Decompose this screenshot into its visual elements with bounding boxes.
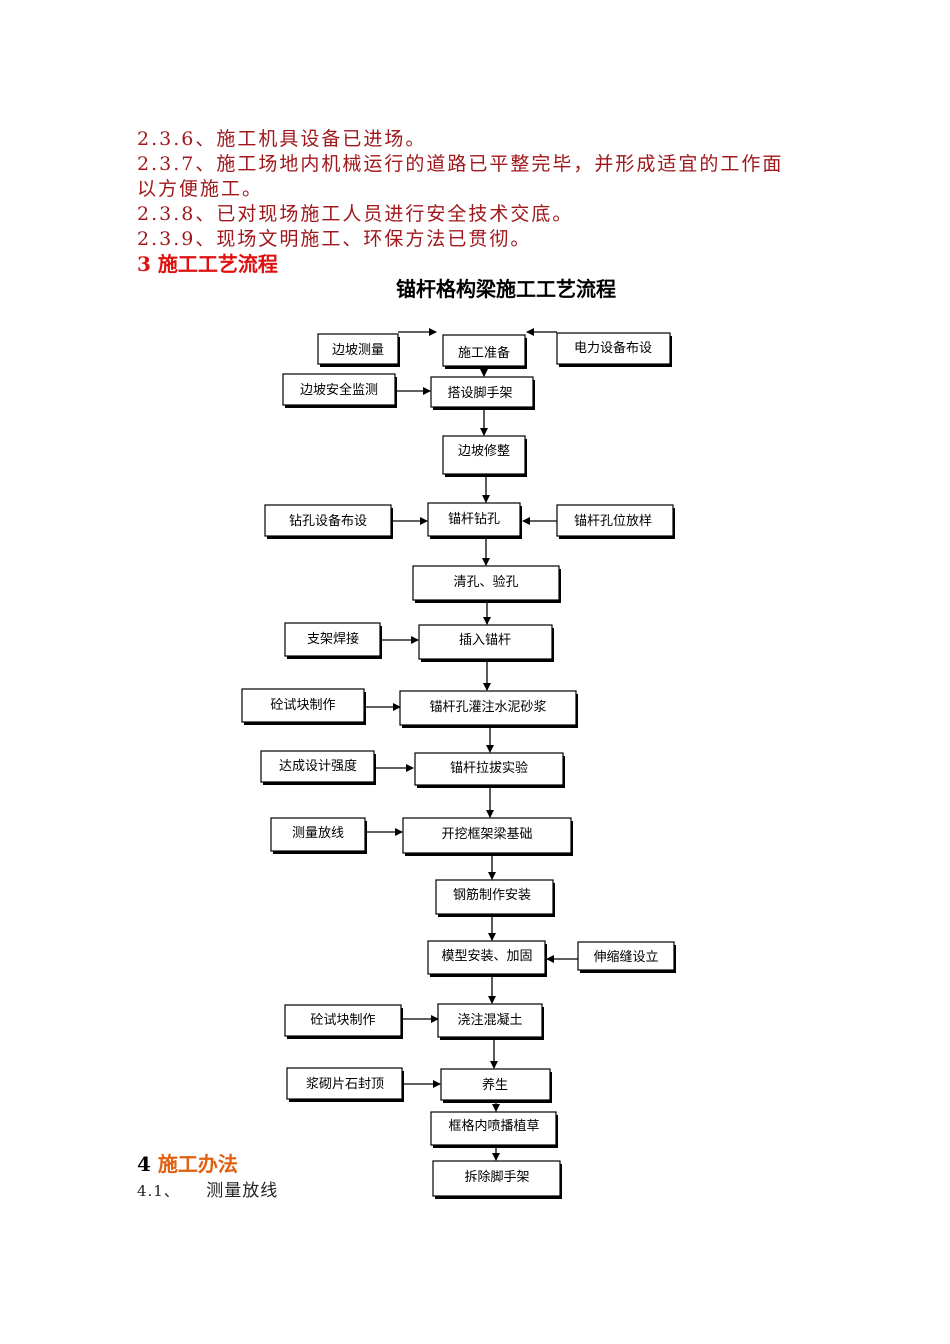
section-3-heading: 3 施工工艺流程 [137, 248, 278, 277]
main-step-label: 锚杆钻孔 [448, 512, 500, 527]
side-input-label: 电力设备布设 [574, 340, 652, 356]
side-input-box-2: 电力设备布设 [556, 332, 672, 367]
side-input-label: 达成设计强度 [279, 758, 357, 774]
side-input-label: 砼试块制作 [270, 698, 335, 713]
side-input-box-8: 达成设计强度 [260, 750, 376, 785]
main-step-label: 拆除脚手架 [464, 1169, 529, 1185]
main-step-label: 框格内喷播植草 [448, 1118, 539, 1134]
side-input-box-3: 边坡安全监测 [282, 373, 397, 408]
main-step-box-14: 框格内喷播植草 [430, 1111, 558, 1148]
main-step-box-12: 浇注混凝土 [437, 1003, 544, 1040]
side-input-label: 钻孔设备布设 [289, 513, 367, 529]
main-step-box-11: 模型安装、加固 [427, 940, 547, 977]
side-input-label: 支架焊接 [307, 631, 359, 647]
main-step-label: 养生 [482, 1077, 508, 1093]
side-input-label: 浆砌片石封顶 [306, 1077, 384, 1092]
side-input-label: 测量放线 [292, 826, 344, 841]
subsection-number: 4.1、 [137, 1182, 180, 1200]
main-step-label: 模型安装、加固 [441, 949, 532, 964]
section-3-number: 3 [137, 252, 151, 276]
main-step-label: 施工准备 [458, 345, 510, 361]
side-input-box-9: 测量放线 [270, 817, 367, 854]
side-input-label: 伸缩缝设立 [593, 949, 658, 965]
side-input-label: 砼试块制作 [310, 1013, 375, 1028]
section-4-heading: 4 施工办法 [137, 1148, 238, 1177]
side-input-label: 边坡安全监测 [300, 382, 378, 398]
side-input-box-4: 钻孔设备布设 [264, 504, 393, 539]
side-input-box-10: 伸缩缝设立 [577, 941, 676, 973]
section-4-number: 4 [137, 1152, 151, 1176]
main-step-label: 清孔、验孔 [453, 574, 518, 590]
side-input-label: 边坡测量 [332, 343, 384, 358]
subsection-4-1: 4.1、 测量放线 [137, 1176, 278, 1201]
main-step-label: 边坡修整 [458, 444, 510, 459]
section-4-title: 施工办法 [157, 1152, 238, 1176]
main-step-box-8: 锚杆拉拔实验 [414, 752, 565, 788]
main-step-label: 锚杆孔灌注水泥砂浆 [429, 700, 546, 715]
text-line-2-3-7: 2.3.7、施工场地内机械运行的道路已平整完毕，并形成适宜的工作面 [137, 153, 784, 175]
main-step-box-6: 插入锚杆 [418, 624, 554, 662]
side-input-box-1: 边坡测量 [317, 333, 400, 367]
main-step-box-15: 拆除脚手架 [432, 1160, 562, 1199]
side-input-box-11: 砼试块制作 [284, 1004, 403, 1039]
side-input-box-6: 支架焊接 [284, 622, 382, 659]
flowchart-title: 锚杆格构梁施工工艺流程 [396, 277, 616, 301]
text-line-2-3-6: 2.3.6、施工机具设备已进场。 [137, 128, 427, 150]
main-step-box-9: 开挖框架梁基础 [402, 817, 573, 856]
section-3-title: 施工工艺流程 [157, 252, 278, 276]
main-step-box-7: 锚杆孔灌注水泥砂浆 [399, 690, 578, 728]
flow-arrows [365, 328, 578, 1161]
text-line-2-3-9: 2.3.9、现场文明施工、环保方法已贯彻。 [137, 228, 532, 250]
text-line-2-3-8: 2.3.8、已对现场施工人员进行安全技术交底。 [137, 203, 574, 225]
side-input-box-12: 浆砌片石封顶 [286, 1067, 404, 1102]
main-step-label: 搭设脚手架 [447, 385, 512, 401]
main-step-label: 开挖框架梁基础 [441, 827, 532, 842]
side-input-label: 锚杆孔位放样 [574, 514, 652, 529]
main-step-box-2: 搭设脚手架 [430, 376, 535, 410]
main-step-box-3: 边坡修整 [442, 435, 527, 477]
side-input-box-7: 砼试块制作 [241, 688, 366, 725]
side-input-box-5: 锚杆孔位放样 [556, 504, 675, 539]
main-step-label: 钢筋制作安装 [453, 887, 531, 903]
subsection-title: 测量放线 [206, 1181, 279, 1201]
main-step-label: 插入锚杆 [459, 633, 511, 648]
main-step-box-13: 养生 [440, 1068, 552, 1103]
main-step-box-5: 清孔、验孔 [412, 565, 561, 603]
main-step-label: 浇注混凝土 [457, 1012, 522, 1028]
main-step-box-1: 施工准备 [442, 334, 527, 369]
main-step-box-4: 锚杆钻孔 [427, 502, 522, 539]
main-step-label: 锚杆拉拔实验 [450, 760, 528, 776]
main-step-box-10: 钢筋制作安装 [435, 879, 555, 917]
text-line-2-3-7-cont: 以方便施工。 [137, 178, 264, 200]
